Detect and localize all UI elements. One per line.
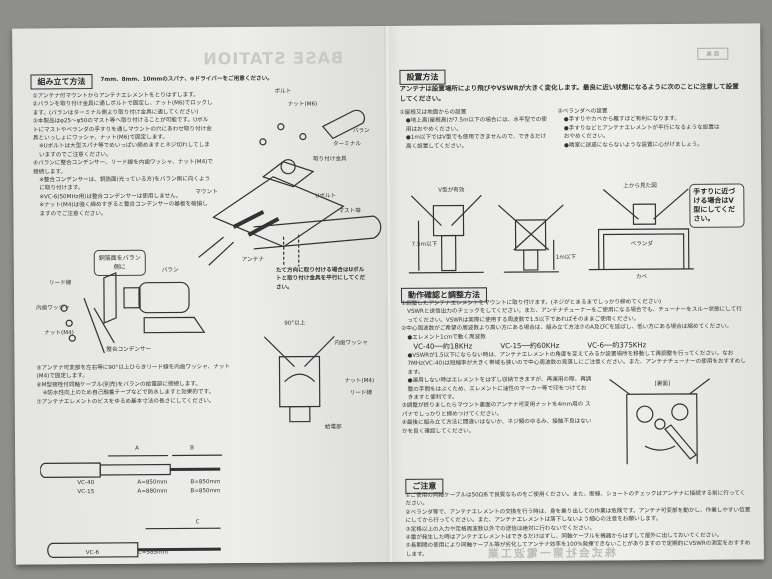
label-antenna: アンテナ [241,256,264,264]
manual-sheet: BASE STATION 組み立て方法 7mm、8mm、10mmのスパナ、⊕ドラ… [12,23,764,565]
label-nut-m6: ナット(M6) [287,101,318,108]
assembly-title: 組み立て方法 [30,74,93,90]
label-v-best: V型が有効 [438,187,465,194]
v-spread-diagram [263,335,335,423]
label-nut-m4-2: ナット(M4) [344,378,375,385]
label-feed: 給電部 [324,424,342,431]
step-note: ※ナット(M4)は強く締めすぎると整合コンデンサーの基板を破損しますのでご注意く… [39,201,208,218]
mount-diagram [198,109,382,267]
model-vc40: VC-40 [77,480,95,487]
label-90deg: 90°以上 [284,320,306,327]
bleed-through-watermark: BASE STATION [202,48,344,69]
step: ⑦アンテナエレメントのビスをゆるめ基本寸法の長さにしてください。 [36,397,215,406]
installation-diagrams [408,188,694,274]
dim-c: C [195,519,200,526]
check-step: ●運用しない時はエレメントをはずし収納できますが、再運用の際、再調整の手間をはぶ… [407,376,592,401]
label-1m: 1m以下 [555,254,576,261]
label-7-5m: 7.5m以下 [411,241,438,248]
dim-b-vc15: B=850mm [190,488,221,495]
label-mast: マスト等 [338,208,361,215]
label-balun-2: バラン [161,267,179,274]
step-note: ※Uボルトは大型スパナ等でめいっぱい締めますとネジ切れしてしまいますのでご注意く… [38,142,210,159]
step: ③本製品はφ25〜φ50のマスト等へ取り付けることが可能です。Uボルトにマストや… [32,117,212,142]
dim-a: A [135,445,139,452]
freq-vc15: VC-15──約60KHz [500,341,560,351]
step: ⑤アンテナ可変部を左右等に90°以上ひらきリード線を内歯ワッシャ、ナット(M4)… [36,364,231,380]
dim-a-vc40: A=850mm [137,479,168,486]
label-terminal: ターミナル [332,141,361,148]
label-wall: カベ [635,274,648,281]
dim-a-vc15: A=880mm [137,488,168,495]
model-vc6: VC-6 [85,550,100,557]
vertical-mount-note: たて方向に取り付ける場合はUボルトと取り付け金具を平行にしてください。 [275,267,366,291]
dim-b: B [190,445,194,452]
balcony-item: ●隣室に迷惑にならないような設置に心がけましょう。 [563,141,703,149]
step-note: ※整合コンデンサーは、銅箔面(光っている方)をバラン側に向くように取り付けます。 [39,176,211,192]
label-lead-wire-2: リード線 [349,390,373,397]
element-dimension-diagram [40,454,223,558]
step: ④バランに整合コンデンサー、リード線を内歯ワッシャ、ナット(M4)で接続します。 [33,159,213,176]
install-title: 設置方法 [399,69,446,85]
label-bolt: ボルト [274,88,292,95]
ground-item: ●1m以下ではV型でも使用できませんので、できるだけ高く設置してください。 [405,134,547,150]
label-bracket: 取り付け金具 [313,156,347,163]
model-vc15: VC-15 [77,489,95,496]
label-nut-m4: ナット(M4) [44,330,74,337]
label-capacitor: 整合コンデンサー [106,346,152,353]
label-top-view: 上から見た図 [623,183,657,190]
install-intro: アンテナは設置場所により飛びやVSWRが大きく変化します。最良に近い状態になるよ… [399,82,739,103]
check-step: ④最後に組み立て方法に間違いはないか、ネジ類のゆるみ、接触不良はないかを良く確認… [401,418,592,435]
label-u-bolt: Uボルト [315,193,337,200]
label-veranda: ベランダ [630,241,654,248]
balcony-v-note: 手すりに近づける場合はV型にしてください。 [689,183,745,228]
label-back: [裏面] [654,381,671,388]
bleed-through-footer: 株式会社第一電波工業 [485,546,616,561]
ground-install: ①屋根又は地面からの設置 ●地上高(屋根高)が7.5m以下の場合には、水平型での… [400,108,550,151]
assembly-steps: ①アンテナ付マウントからアンテナエレメントをとりはずします。 ②バランを取り付け… [33,91,214,218]
ground-item: ●地上高(屋根高)が7.5m以下の場合には、水平型での使用はおやめください。 [405,117,547,133]
freq-vc6: VC-6──約375KHz [587,341,647,350]
dim-b-vc40: B=850mm [190,479,221,486]
assembly-steps-2: ⑤アンテナ可変部を左右等に90°以上ひらきリード線を内歯ワッシャ、ナット(M4)… [36,363,241,406]
back-wrench-diagram [609,378,710,465]
freq-vc40: VC-40──約18KHz [413,342,473,351]
check-step: ③調整が終りましたらマウント裏面のアンテナ可変用ナットを4mm用の スパナでしっ… [401,402,591,418]
label-washer-2: 内歯ワッシャ [334,340,368,347]
page-tag: 裏 面 [697,47,729,60]
balun-capacitor-diagram [60,271,206,354]
label-mount: マウント [195,189,218,196]
step: ②バランを取り付け金具に通しボルトで固定し、ナット(M6)でロックします。(バラ… [32,100,213,117]
label-inner-washer: 内歯ワッシャ [36,305,70,312]
balcony-item: ●手すりなどとアンテナエレメントが平行になるような設置はおやめください。 [563,124,720,140]
dim-c-vc6: C=585mm [137,549,168,556]
label-balun: バラン [352,128,370,135]
label-lead-wire: リード線 [48,280,72,287]
balcony-install: ②ベランダへの設置 ●手すりやカベから離すほど有利になります。 ●手すりなどとア… [558,107,723,150]
tools-note: 7mm、8mm、10mmのスパナ、⊕ドライバーをご用意ください。 [100,75,273,84]
